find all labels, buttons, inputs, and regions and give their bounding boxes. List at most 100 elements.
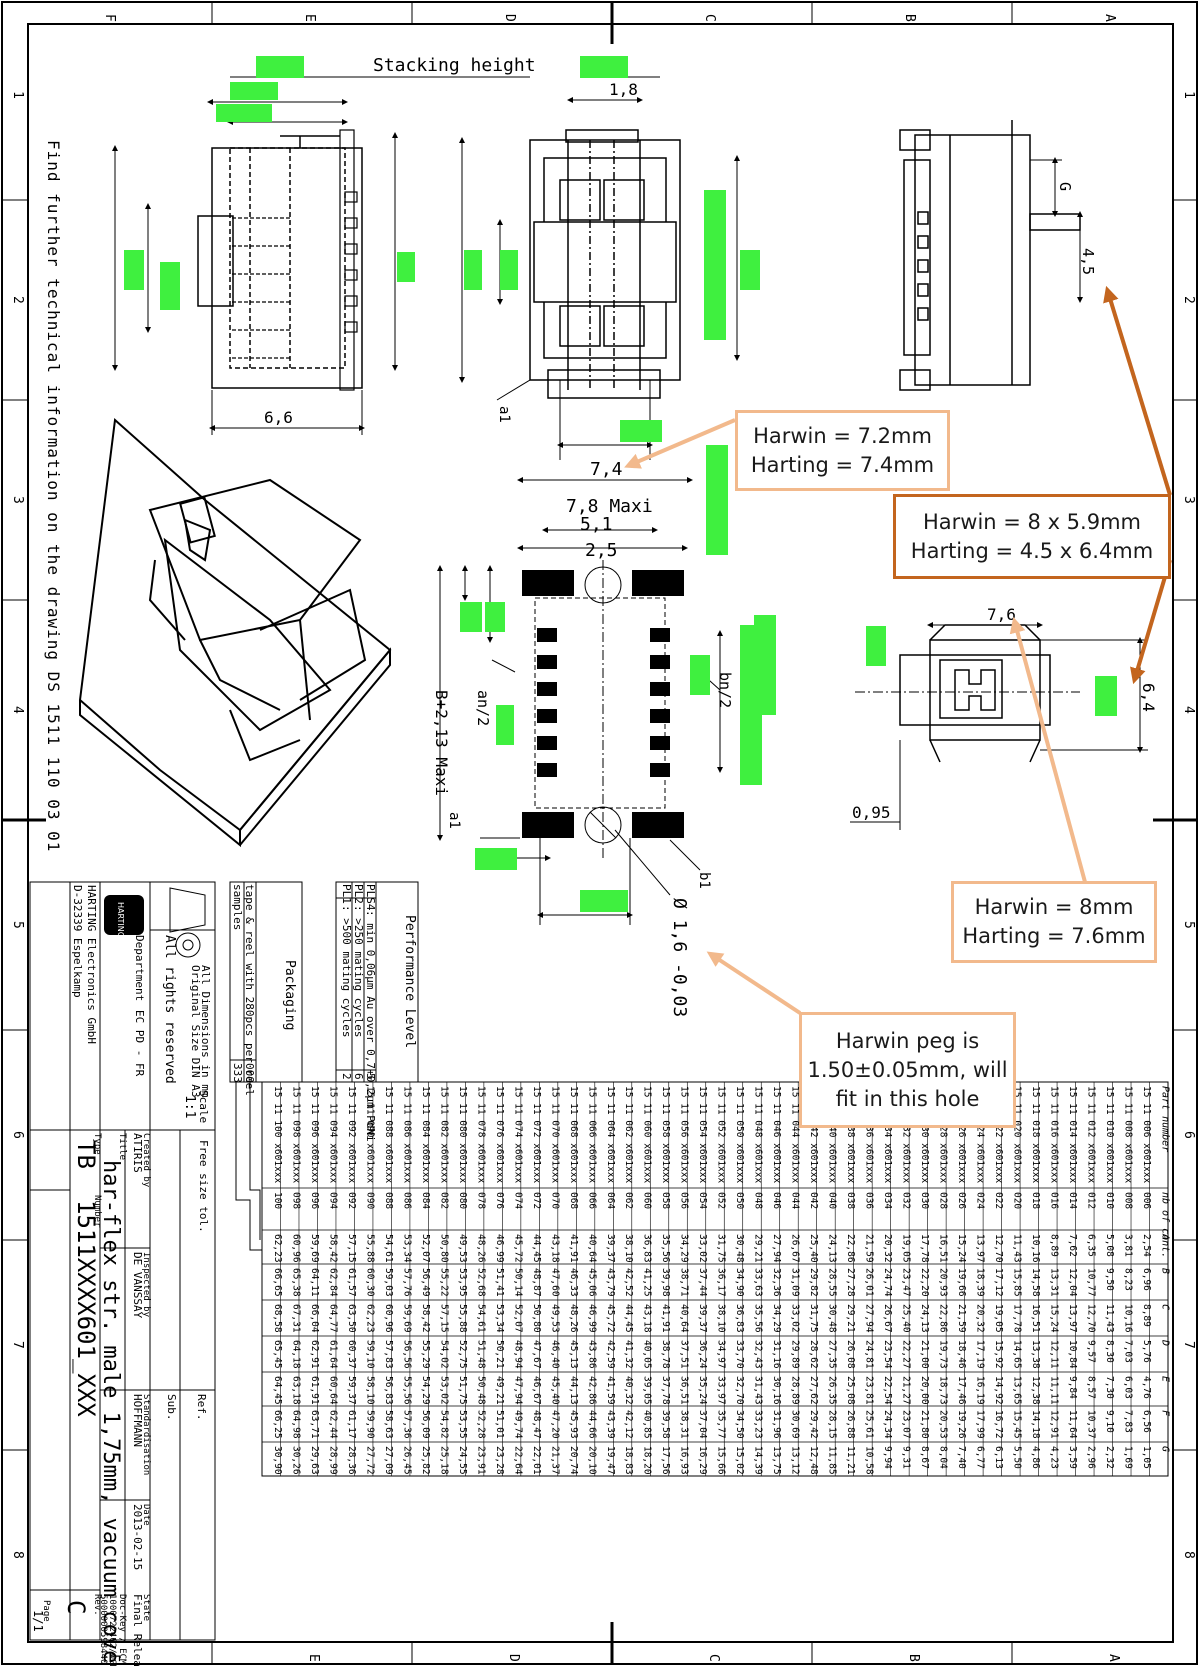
- table-cell: 56,49: [420, 1268, 431, 1297]
- table-cell: 010: [1104, 1192, 1115, 1209]
- dim-label: 7,6: [987, 605, 1016, 624]
- table-cell: 43,39: [605, 1410, 616, 1439]
- table-cell: 15 11 080 x601xxx: [457, 1086, 468, 1184]
- table-cell: 44,66: [586, 1410, 597, 1439]
- table-cell: 28,62: [808, 1340, 819, 1369]
- table-cell: 40,05: [642, 1340, 653, 1369]
- table-cell: 26,88: [845, 1410, 856, 1439]
- table-cell: 48,47: [531, 1410, 542, 1439]
- table-cell: 066: [586, 1192, 597, 1209]
- table-cell: 27,28: [845, 1268, 856, 1297]
- table-cell: 16,51: [1030, 1304, 1041, 1333]
- table-cell: 56,83: [383, 1376, 394, 1405]
- table-cell: 8,30: [1104, 1340, 1115, 1363]
- state-label: State: [141, 1594, 151, 1621]
- scale-label: Scale: [197, 1090, 210, 1123]
- table-cell: 068: [568, 1192, 579, 1209]
- callout-line: Harting = 4.5 x 6.4mm: [910, 538, 1154, 563]
- table-cell: 12,70: [1085, 1304, 1096, 1333]
- table-cell: 17,56: [660, 1446, 671, 1475]
- table-cell: 19,05: [901, 1234, 912, 1263]
- table-cell: 21,59: [864, 1234, 875, 1263]
- table-cell: 13,38: [1030, 1340, 1041, 1369]
- table-cell: 4,86: [1030, 1446, 1041, 1469]
- zone-letter: A: [1102, 14, 1117, 22]
- table-cell: 55,88: [457, 1304, 468, 1333]
- table-cell: 15 11 058 x601xxx: [660, 1086, 671, 1184]
- table-cell: 59,90: [364, 1410, 375, 1439]
- table-cell: 44,45: [531, 1234, 542, 1263]
- table-cell: 57,15: [438, 1304, 449, 1333]
- zone-letter: F: [106, 1654, 121, 1662]
- table-cell: 13,97: [1067, 1304, 1078, 1333]
- table-cell: 38,71: [679, 1268, 690, 1297]
- table-cell: 15 11 052 x601xxx: [716, 1086, 727, 1184]
- created-value: ATIRIS: [131, 1133, 144, 1173]
- table-cell: 17,46: [956, 1376, 967, 1405]
- table-cell: 34,29: [771, 1304, 782, 1333]
- table-cell: 7,62: [1067, 1234, 1078, 1257]
- table-cell: 048: [753, 1192, 764, 1209]
- table-cell: 15 11 044 x601xxx: [790, 1086, 801, 1184]
- zone-number: 8: [1181, 1551, 1196, 1559]
- rev-value: C: [62, 1600, 90, 1614]
- callout-line: Harwin = 8 x 5.9mm: [922, 509, 1141, 534]
- table-cell: 020: [1012, 1192, 1023, 1209]
- table-cell: 23,91: [475, 1446, 486, 1475]
- table-cell: 17,99: [975, 1410, 986, 1439]
- table-cell: 054: [697, 1192, 708, 1209]
- table-cell: 6,96: [1141, 1268, 1152, 1291]
- page-value: 1/1: [31, 1610, 45, 1632]
- table-cell: 53,34: [494, 1304, 505, 1333]
- dim-label: 7,8 Maxi: [566, 496, 653, 517]
- table-cell: 53,02: [438, 1376, 449, 1405]
- table-cell: 5,08: [1104, 1234, 1115, 1257]
- table-cell: 58,42: [327, 1234, 338, 1263]
- table-cell: 59,69: [309, 1234, 320, 1263]
- dim-label: bn/2: [716, 672, 734, 708]
- table-cell: 58,63: [383, 1410, 394, 1439]
- table-cell: 24,13: [827, 1234, 838, 1263]
- table-cell: 38,10: [716, 1304, 727, 1333]
- table-cell: 43,86: [586, 1340, 597, 1369]
- table-cell: 49,74: [512, 1410, 523, 1439]
- table-cell: 15 11 098 x601xxx: [290, 1086, 301, 1184]
- table-cell: 41,32: [623, 1340, 634, 1369]
- table-cell: 34,97: [716, 1340, 727, 1369]
- table-cell: 15 11 060 x601xxx: [642, 1086, 653, 1184]
- table-cell: 32,36: [771, 1268, 782, 1297]
- table-cell: 24,81: [864, 1340, 875, 1369]
- svg-text:HARTING: HARTING: [116, 902, 125, 938]
- side-view-left: [197, 129, 363, 391]
- zone-letter: F: [102, 14, 117, 22]
- pack-num: 000: [243, 1063, 256, 1083]
- table-cell: 43,18: [642, 1304, 653, 1333]
- table-cell: 8,89: [1049, 1234, 1060, 1257]
- table-cell: 15 11 030 x601xxx: [919, 1086, 930, 1184]
- side-note: Find further technical information on th…: [44, 140, 63, 852]
- table-cell: 042: [808, 1192, 819, 1209]
- table-cell: 52,28: [475, 1410, 486, 1439]
- table-cell: 25,18: [438, 1446, 449, 1475]
- dim-label: 2,5: [585, 540, 618, 561]
- table-cell: 34,29: [679, 1234, 690, 1263]
- table-cell: 42,12: [623, 1410, 634, 1439]
- table-cell: 58,10: [364, 1376, 375, 1405]
- table-cell: 8,57: [1085, 1376, 1096, 1399]
- table-cell: 40,64: [679, 1304, 690, 1333]
- title-block: [29, 881, 216, 1641]
- table-cell: 15 11 056 x601xxx: [679, 1086, 690, 1184]
- table-cell: 45,72: [605, 1304, 616, 1333]
- table-cell: 090: [364, 1192, 375, 1209]
- table-cell: 64,18: [290, 1340, 301, 1369]
- perf-key: PL1: [340, 884, 353, 904]
- table-cell: 18,83: [623, 1446, 634, 1475]
- table-cell: 60,30: [364, 1268, 375, 1297]
- table-cell: 3,81: [1122, 1234, 1133, 1257]
- std-label: Standardisation: [141, 1394, 151, 1475]
- table-cell: 49,53: [549, 1304, 560, 1333]
- perf-num: 5: [364, 1073, 377, 1080]
- dims-note: All Dimensions in mm: [199, 965, 212, 1098]
- inspected-label: Inspected by: [141, 1252, 151, 1318]
- table-cell: 064: [605, 1192, 616, 1209]
